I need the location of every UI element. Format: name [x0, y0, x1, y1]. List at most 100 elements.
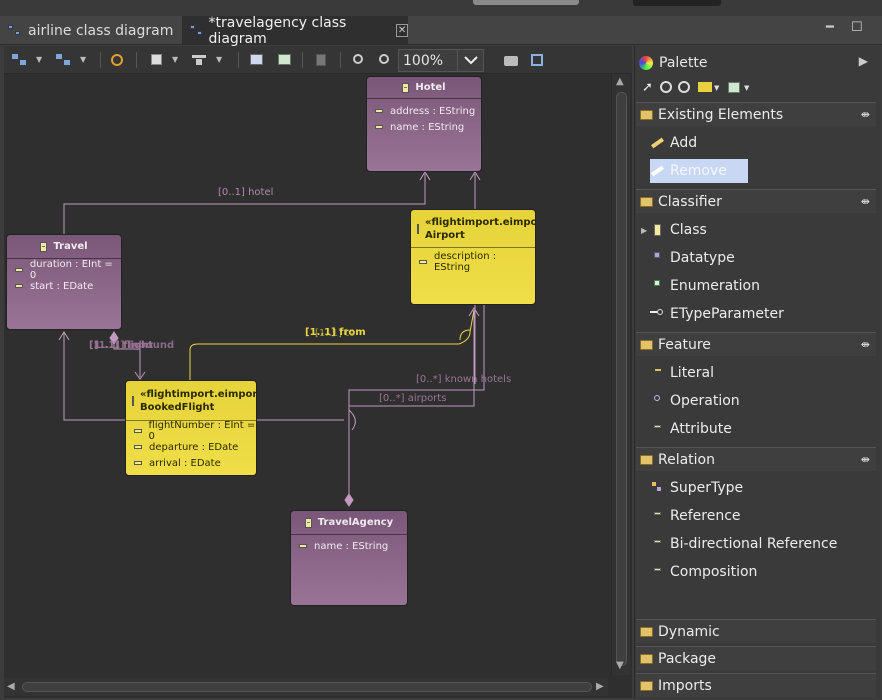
- scroll-up-icon[interactable]: ▲: [616, 76, 624, 87]
- maximize-icon[interactable]: ☐: [851, 20, 863, 35]
- chevron-down-icon[interactable]: ▼: [36, 55, 43, 64]
- attribute-label: name : EString: [314, 540, 389, 552]
- filter-icon[interactable]: [190, 51, 208, 69]
- attribute-row[interactable]: departure : EDate: [126, 439, 256, 455]
- arrange-all-icon[interactable]: [10, 51, 28, 69]
- attribute-row[interactable]: duration : EInt = 0: [7, 259, 121, 281]
- scroll-left-icon[interactable]: ◀: [7, 681, 15, 692]
- zoom-out-icon[interactable]: [376, 51, 394, 69]
- class-airport[interactable]: «flightimport.eimport»Airport descriptio…: [410, 209, 536, 305]
- pointer-icon[interactable]: ➚: [642, 80, 653, 95]
- palette-item-enumeration[interactable]: Enumeration: [650, 274, 760, 298]
- layout-icon[interactable]: [528, 51, 546, 69]
- class-hotel[interactable]: Hotel address : EString name : EString: [366, 76, 482, 172]
- drawer-dynamic[interactable]: Dynamic: [636, 619, 876, 643]
- scrollbar-thumb[interactable]: [616, 92, 627, 666]
- type-parameter-icon: [650, 307, 664, 321]
- minimize-icon[interactable]: ━: [826, 20, 834, 35]
- attribute-row[interactable]: address : EString: [367, 103, 481, 119]
- chevron-down-icon[interactable]: ▼: [744, 84, 750, 92]
- class-travelagency[interactable]: TravelAgency name : EString: [290, 510, 408, 606]
- close-icon[interactable]: ✕: [396, 24, 408, 37]
- attribute-row[interactable]: start : EDate: [7, 278, 121, 294]
- palette-icon: [639, 56, 653, 70]
- scroll-down-icon[interactable]: ▼: [616, 660, 624, 671]
- edge-label-from[interactable]: [1..1] from: [305, 327, 366, 338]
- palette-item-class[interactable]: Class: [650, 218, 707, 242]
- attribute-row[interactable]: flightNumber : EInt = 0: [126, 420, 256, 442]
- edge-label-flight[interactable]: [1..1] flight: [89, 340, 154, 351]
- chevron-down-icon[interactable]: ▼: [80, 55, 87, 64]
- scroll-right-icon[interactable]: ▶: [596, 681, 604, 692]
- supertype-icon: [650, 481, 664, 495]
- note-icon[interactable]: [698, 82, 712, 92]
- attribute-row[interactable]: arrival : EDate: [126, 455, 256, 471]
- show-element-icon[interactable]: [276, 51, 294, 69]
- expand-arrow-icon[interactable]: ▶: [641, 226, 648, 235]
- drawer-feature[interactable]: Feature⇼: [636, 332, 876, 356]
- chevron-down-icon[interactable]: ▼: [714, 84, 720, 92]
- tab-travelagency-class-diagram[interactable]: *travelagency class diagram ✕: [182, 15, 408, 47]
- horizontal-scrollbar[interactable]: ◀ ▶: [4, 678, 608, 696]
- palette-item-remove[interactable]: Remove: [650, 159, 748, 183]
- palette-item-literal[interactable]: Literal: [650, 361, 714, 385]
- show-element-icon[interactable]: [728, 82, 740, 93]
- class-travel[interactable]: Travel duration : EInt = 0 start : EDate: [6, 234, 122, 330]
- drawer-classifier[interactable]: Classifier⇼: [636, 189, 876, 213]
- attribute-row[interactable]: description : EString: [411, 251, 535, 273]
- drawer-relation[interactable]: Relation⇼: [636, 447, 876, 471]
- palette-item-bidirectional-reference[interactable]: Bi-directional Reference: [650, 532, 837, 556]
- toolbar-separator: [100, 52, 101, 68]
- attribute-label: name : EString: [390, 121, 465, 133]
- attribute-row[interactable]: name : EString: [367, 119, 481, 135]
- edge-label-airports[interactable]: [0..*] airports: [379, 393, 447, 404]
- vertical-scrollbar[interactable]: ▲ ▼: [611, 74, 630, 675]
- delete-icon[interactable]: [312, 51, 330, 69]
- palette-item-add[interactable]: Add: [650, 131, 697, 155]
- tab-label: airline class diagram: [28, 22, 174, 39]
- chevron-down-icon[interactable]: [457, 50, 483, 71]
- diagram-edges: [58, 171, 485, 507]
- edge-label-to[interactable]: [1..1] to: [315, 328, 356, 339]
- class-icon: [402, 82, 410, 93]
- drawer-package[interactable]: Package: [636, 646, 876, 670]
- scrollbar-thumb[interactable]: [22, 682, 592, 692]
- attribute-row[interactable]: name : EString: [291, 538, 407, 554]
- drawer-imports[interactable]: Imports: [636, 673, 876, 697]
- composition-icon: [650, 565, 664, 579]
- zoom-out-icon[interactable]: [678, 81, 690, 93]
- palette-item-attribute[interactable]: Attribute: [650, 417, 732, 441]
- drawer-existing-elements[interactable]: Existing Elements⇼: [636, 102, 876, 126]
- select-all-icon[interactable]: [54, 51, 72, 69]
- pin-icon[interactable]: ⇼: [860, 195, 870, 208]
- diagram-icon: [190, 24, 203, 37]
- zoom-in-icon[interactable]: [350, 51, 368, 69]
- chevron-down-icon[interactable]: ▼: [216, 55, 223, 64]
- chevron-down-icon[interactable]: ▼: [172, 55, 179, 64]
- pin-icon[interactable]: ⇼: [860, 108, 870, 121]
- tab-airline-class-diagram[interactable]: airline class diagram: [0, 16, 180, 45]
- edge-label-hotel[interactable]: [0..1] hotel: [218, 187, 274, 198]
- top-strip: [0, 0, 882, 16]
- attribute-label: arrival : EDate: [149, 457, 221, 469]
- edge-label-inbound[interactable]: [1..1] inbound: [94, 340, 175, 351]
- refresh-icon[interactable]: [108, 51, 126, 69]
- zoom-combo[interactable]: 100%: [398, 49, 484, 72]
- chevron-right-icon[interactable]: ▶: [858, 54, 868, 68]
- palette-item-composition[interactable]: Composition: [650, 560, 757, 584]
- palette-item-etypeparameter[interactable]: ETypeParameter: [650, 302, 784, 326]
- diagram-canvas[interactable]: Hotel address : EString name : EString T…: [4, 74, 608, 677]
- palette-item-datatype[interactable]: Datatype: [650, 246, 735, 270]
- class-bookedflight[interactable]: «flightimport.eimport»BookedFlight fligh…: [125, 380, 257, 476]
- layers-icon[interactable]: [148, 51, 166, 69]
- pin-icon[interactable]: ⇼: [860, 453, 870, 466]
- zoom-in-icon[interactable]: [660, 81, 672, 93]
- pin-icon[interactable]: ⇼: [860, 338, 870, 351]
- export-image-icon[interactable]: [248, 51, 266, 69]
- camera-icon[interactable]: [502, 51, 520, 69]
- palette-item-operation[interactable]: Operation: [650, 389, 740, 413]
- palette-item-supertype[interactable]: SuperType: [650, 476, 743, 500]
- attribute-icon: [650, 422, 664, 436]
- edge-label-known-hotels[interactable]: [0..*] known hotels: [416, 374, 512, 385]
- palette-item-reference[interactable]: Reference: [650, 504, 741, 528]
